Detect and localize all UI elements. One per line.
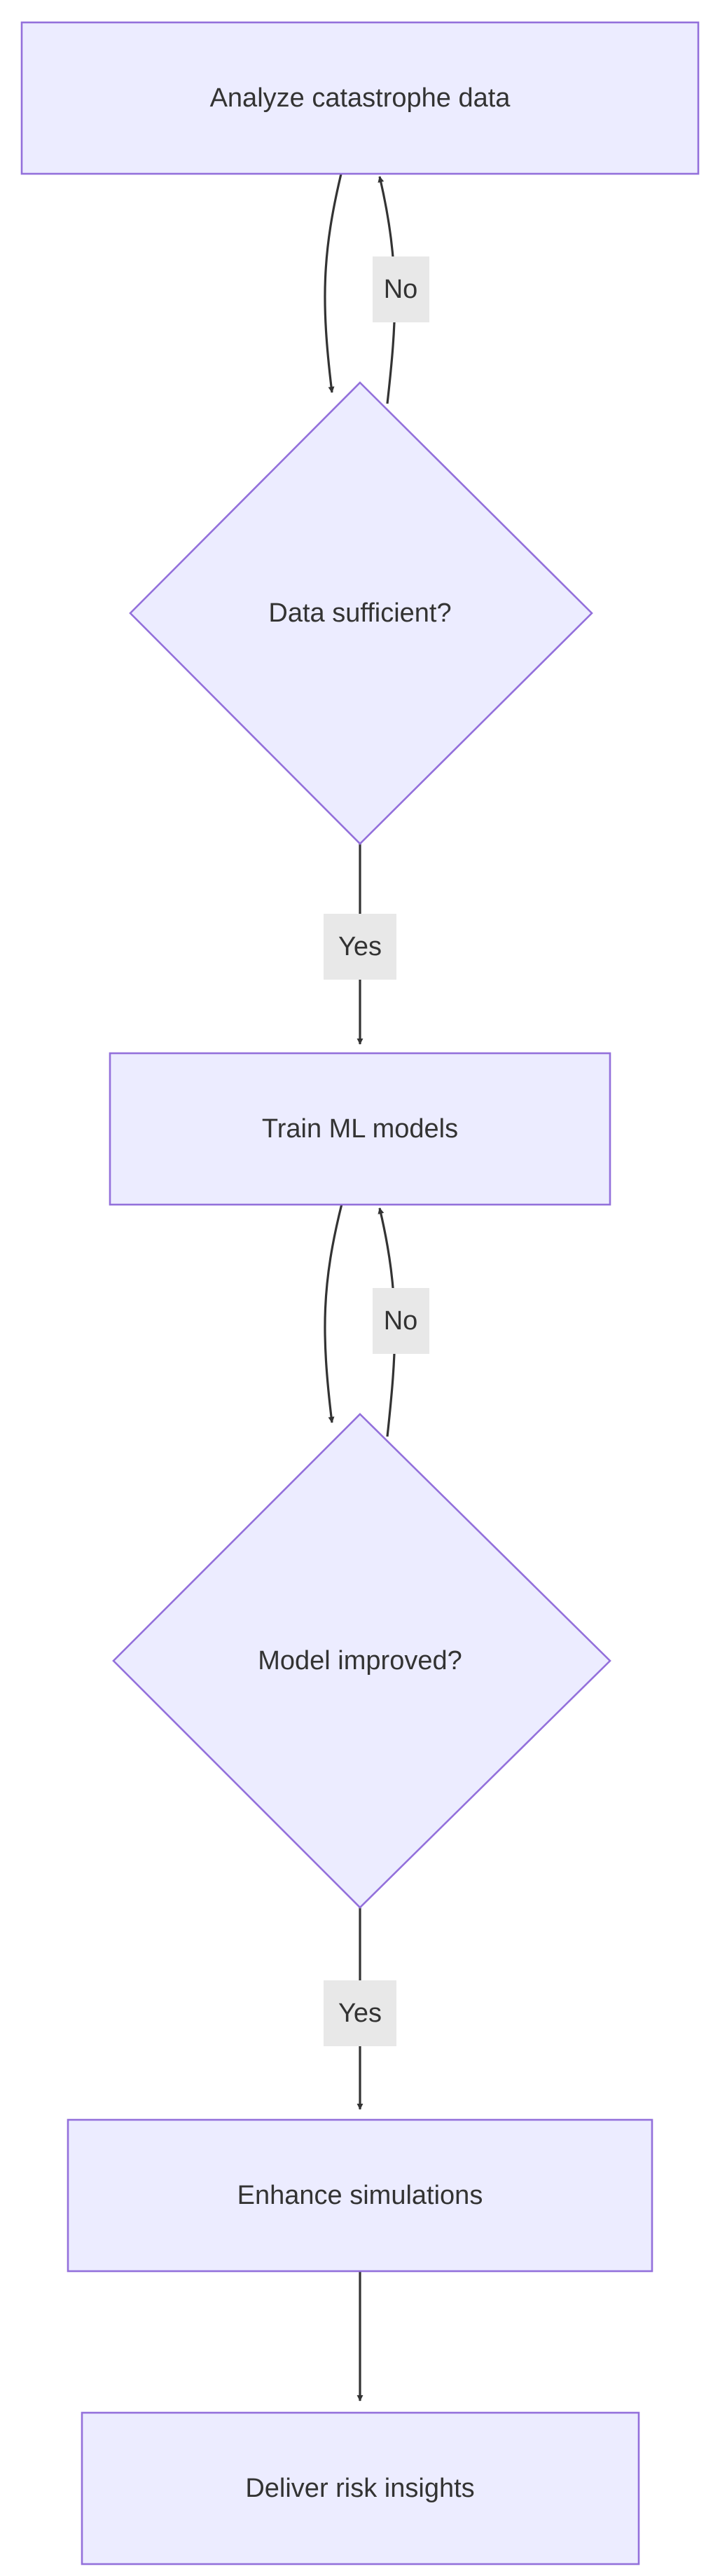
edge-label-no-2-text: No [384, 1306, 418, 1336]
node-analyze-label: Analyze catastrophe data [210, 83, 511, 113]
node-train-ml-models: Train ML models [109, 1052, 611, 1206]
node-analyze-catastrophe-data: Analyze catastrophe data [20, 21, 700, 175]
node-train-label: Train ML models [262, 1114, 458, 1144]
edge-train-to-model-check [324, 1203, 343, 1423]
edge-label-yes-2-text: Yes [338, 1999, 382, 2028]
node-deliver-label: Deliver risk insights [245, 2474, 474, 2503]
node-model-improved: Model improved? [112, 1413, 611, 1909]
node-enhance-label: Enhance simulations [237, 2181, 483, 2210]
edge-label-no-1: No [373, 256, 429, 322]
node-enhance-simulations: Enhance simulations [67, 2118, 653, 2273]
edge-label-yes-1-text: Yes [338, 932, 382, 961]
edge-analyze-to-data-check [324, 170, 343, 393]
node-model-improved-label: Model improved? [258, 1646, 462, 1676]
node-data-sufficient: Data sufficient? [129, 381, 593, 845]
node-data-sufficient-label: Data sufficient? [268, 598, 451, 628]
edge-label-yes-1: Yes [324, 914, 396, 980]
edge-label-no-2: No [373, 1288, 429, 1354]
edge-label-no-1-text: No [384, 275, 418, 304]
node-deliver-risk-insights: Deliver risk insights [81, 2411, 640, 2565]
edge-label-yes-2: Yes [324, 1980, 396, 2046]
